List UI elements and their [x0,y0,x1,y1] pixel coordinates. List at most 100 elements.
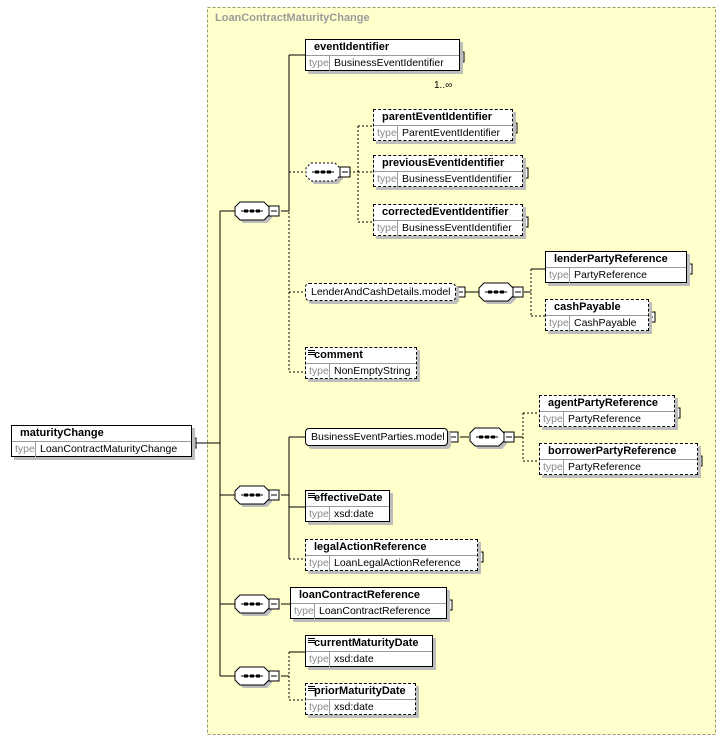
legal-action-reference-type: LoanLegalActionReference [334,557,461,569]
event-identifier-name: eventIdentifier [314,41,390,53]
sequence-main-1-dot [256,209,260,213]
sequence-main-4-dot [244,674,248,678]
type-keyword: type [546,268,570,283]
sequence-main-3-dot [250,602,254,606]
sequence-main-2-dot [250,493,254,497]
maturity-change-type: LoanContractMaturityChange [40,443,178,455]
lender-and-cash-details-group[interactable]: LenderAndCashDetails.model [305,283,456,301]
business-event-parties-group[interactable]: BusinessEventParties.model [305,428,448,446]
sequence-event-refs-dot [321,170,325,174]
parent-event-identifier-type: ParentEventIdentifier [402,127,501,139]
sequence-lender-cash-dot [494,290,498,294]
legal-action-reference-element[interactable]: legalActionReference type LoanLegalActionR… [305,539,478,571]
sequence-main-4-dot [250,674,254,678]
previous-event-identifier-type: BusinessEventIdentifier [402,173,512,185]
type-keyword: type [546,316,570,331]
type-keyword: type [12,442,36,457]
effective-date-element[interactable]: effectiveDate type xsd:date [305,490,390,522]
comment-element[interactable]: comment type NonEmptyString [305,347,417,379]
sequence-parties-dot [491,435,495,439]
cash-payable-name: cashPayable [554,301,621,313]
sequence-parties-dot [479,435,483,439]
sequence-main-3-dot [244,602,248,606]
documentation-icon [308,638,315,645]
type-keyword: type [374,172,398,187]
comment-type: NonEmptyString [334,365,411,377]
loan-contract-reference-type-row: type LoanContractReference [291,603,446,619]
cash-payable-type: CashPayable [574,317,637,329]
sequence-event-refs-dot [315,170,319,174]
corrected-event-identifier-element[interactable]: correctedEventIdentifier type BusinessEven… [373,204,523,236]
parent-event-identifier-name: parentEventIdentifier [382,111,493,123]
maturity-change-name: maturityChange [20,427,104,439]
type-keyword: type [306,652,330,667]
effective-date-type-row: type xsd:date [306,506,389,522]
type-keyword: type [374,221,398,236]
current-maturity-date-name: currentMaturityDate [314,637,419,649]
event-identifier-element[interactable]: eventIdentifier type BusinessEventIdentifi… [305,39,460,71]
current-maturity-date-element[interactable]: currentMaturityDate type xsd:date [305,635,433,667]
legal-action-reference-type-row: type LoanLegalActionReference [306,555,477,571]
effective-date-name: effectiveDate [314,492,383,504]
previous-event-identifier-type-row: type BusinessEventIdentifier [374,171,522,187]
sequence-event-refs-dot [327,170,331,174]
type-keyword: type [291,604,315,619]
type-keyword: type [306,700,330,715]
sequence-lender-cash-dot [500,290,504,294]
lender-party-reference-type: PartyReference [574,269,647,281]
type-keyword: type [374,126,398,141]
event-identifier-type: BusinessEventIdentifier [334,57,444,69]
type-keyword: type [306,556,330,571]
type-keyword: type [306,56,330,71]
maturity-change-type-row: type LoanContractMaturityChange [12,441,191,457]
lender-party-reference-type-row: type PartyReference [546,267,686,283]
sequence-main-4-dot [256,674,260,678]
parent-event-identifier-type-row: type ParentEventIdentifier [374,125,512,141]
documentation-icon [308,493,315,500]
current-maturity-date-type: xsd:date [334,653,374,665]
event-identifier-type-row: type BusinessEventIdentifier [306,55,459,71]
type-keyword: type [306,507,330,522]
loan-contract-reference-type: LoanContractReference [319,605,431,617]
documentation-icon [308,350,315,357]
cash-payable-element[interactable]: cashPayable type CashPayable [545,299,649,331]
parent-event-identifier-element[interactable]: parentEventIdentifier type ParentEventIden… [373,109,513,141]
sequence-main-1-dot [244,209,248,213]
current-maturity-date-type-row: type xsd:date [306,651,432,667]
cash-payable-type-row: type CashPayable [546,315,648,331]
sequence-main-3-dot [256,602,260,606]
maturity-change-element[interactable]: maturityChange type LoanContractMaturityCh… [11,425,192,457]
comment-name: comment [314,349,363,361]
sequence-main-1-dot [250,209,254,213]
legal-action-reference-name: legalActionReference [314,541,427,553]
loan-contract-reference-element[interactable]: loanContractReference type LoanContractRef… [290,587,447,619]
corrected-event-identifier-type: BusinessEventIdentifier [402,222,512,234]
sequence-lender-cash-dot [488,290,492,294]
agent-party-reference-type: PartyReference [568,413,641,425]
lender-party-reference-name: lenderPartyReference [554,253,668,265]
previous-event-identifier-element[interactable]: previousEventIdentifier type BusinessEvent… [373,155,523,187]
borrower-party-reference-type: PartyReference [568,461,641,473]
sequence-main-2-dot [256,493,260,497]
previous-event-identifier-name: previousEventIdentifier [382,157,505,169]
loan-contract-reference-name: loanContractReference [299,589,421,601]
complex-type-title: LoanContractMaturityChange [215,12,370,24]
agent-party-reference-name: agentPartyReference [548,397,659,409]
type-keyword: type [306,364,330,379]
corrected-event-identifier-name: correctedEventIdentifier [382,206,509,218]
documentation-icon [308,686,315,693]
prior-maturity-date-element[interactable]: priorMaturityDate type xsd:date [305,683,416,715]
prior-maturity-date-name: priorMaturityDate [314,685,406,697]
lender-party-reference-element[interactable]: lenderPartyReference type PartyReference [545,251,687,283]
comment-type-row: type NonEmptyString [306,363,416,379]
corrected-event-identifier-type-row: type BusinessEventIdentifier [374,220,522,236]
prior-maturity-date-type-row: type xsd:date [306,699,415,715]
sequence-parties-dot [485,435,489,439]
effective-date-type: xsd:date [334,508,374,520]
prior-maturity-date-type: xsd:date [334,701,374,713]
sequence-main-2-dot [244,493,248,497]
